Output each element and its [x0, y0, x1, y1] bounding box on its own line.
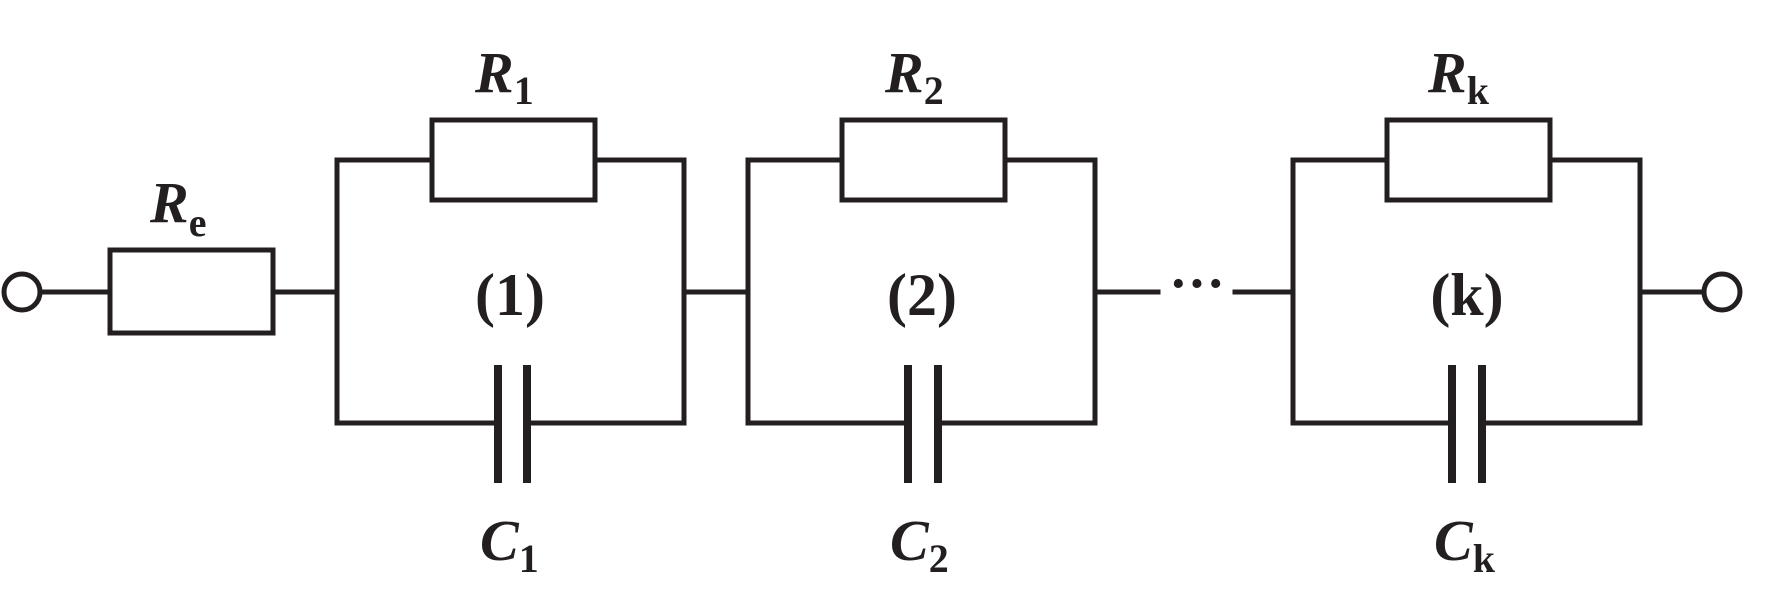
label-c2: C2	[890, 508, 949, 581]
resistor-rk	[1384, 117, 1553, 203]
rc-block-k	[1290, 117, 1643, 483]
label-block-2: (2)	[887, 262, 957, 328]
output-terminal	[1701, 271, 1743, 313]
label-r1: R1	[474, 40, 534, 113]
label-block-k: (k)	[1430, 262, 1503, 328]
rc-block-2	[745, 117, 1098, 483]
rc-block-1	[334, 117, 687, 483]
ellipsis: ···	[1169, 253, 1225, 315]
input-terminal	[1, 271, 43, 313]
resistor-r1	[429, 117, 598, 203]
label-re: Re	[149, 170, 206, 245]
resistor-r2	[839, 117, 1008, 203]
resistor-re	[107, 247, 276, 336]
label-block-1: (1)	[475, 262, 545, 328]
label-r2: R2	[884, 40, 944, 113]
label-rk: Rk	[1427, 40, 1490, 113]
label-ck: Ck	[1434, 508, 1496, 581]
label-c1: C1	[480, 508, 539, 581]
